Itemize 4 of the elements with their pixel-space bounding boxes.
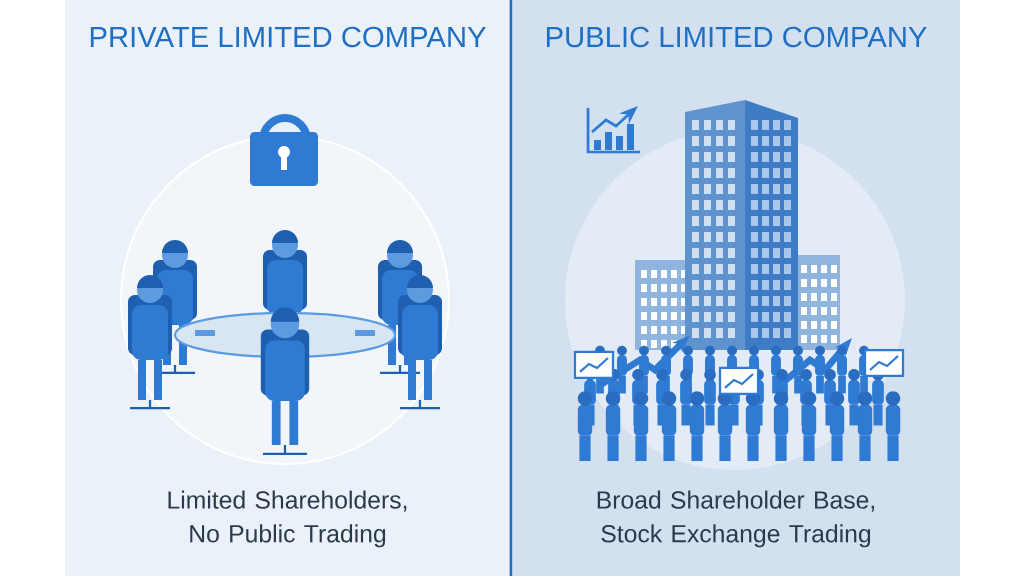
panel-title: PRIVATE LIMITED COMPANY: [90, 26, 486, 48]
panel-caption: Limited Shareholders, No Public Trading: [168, 490, 407, 548]
panel-caption: Broad Shareholder Base, Stock Exchange Trading: [597, 490, 874, 548]
panel-title: PUBLIC LIMITED COMPANY: [546, 26, 927, 48]
